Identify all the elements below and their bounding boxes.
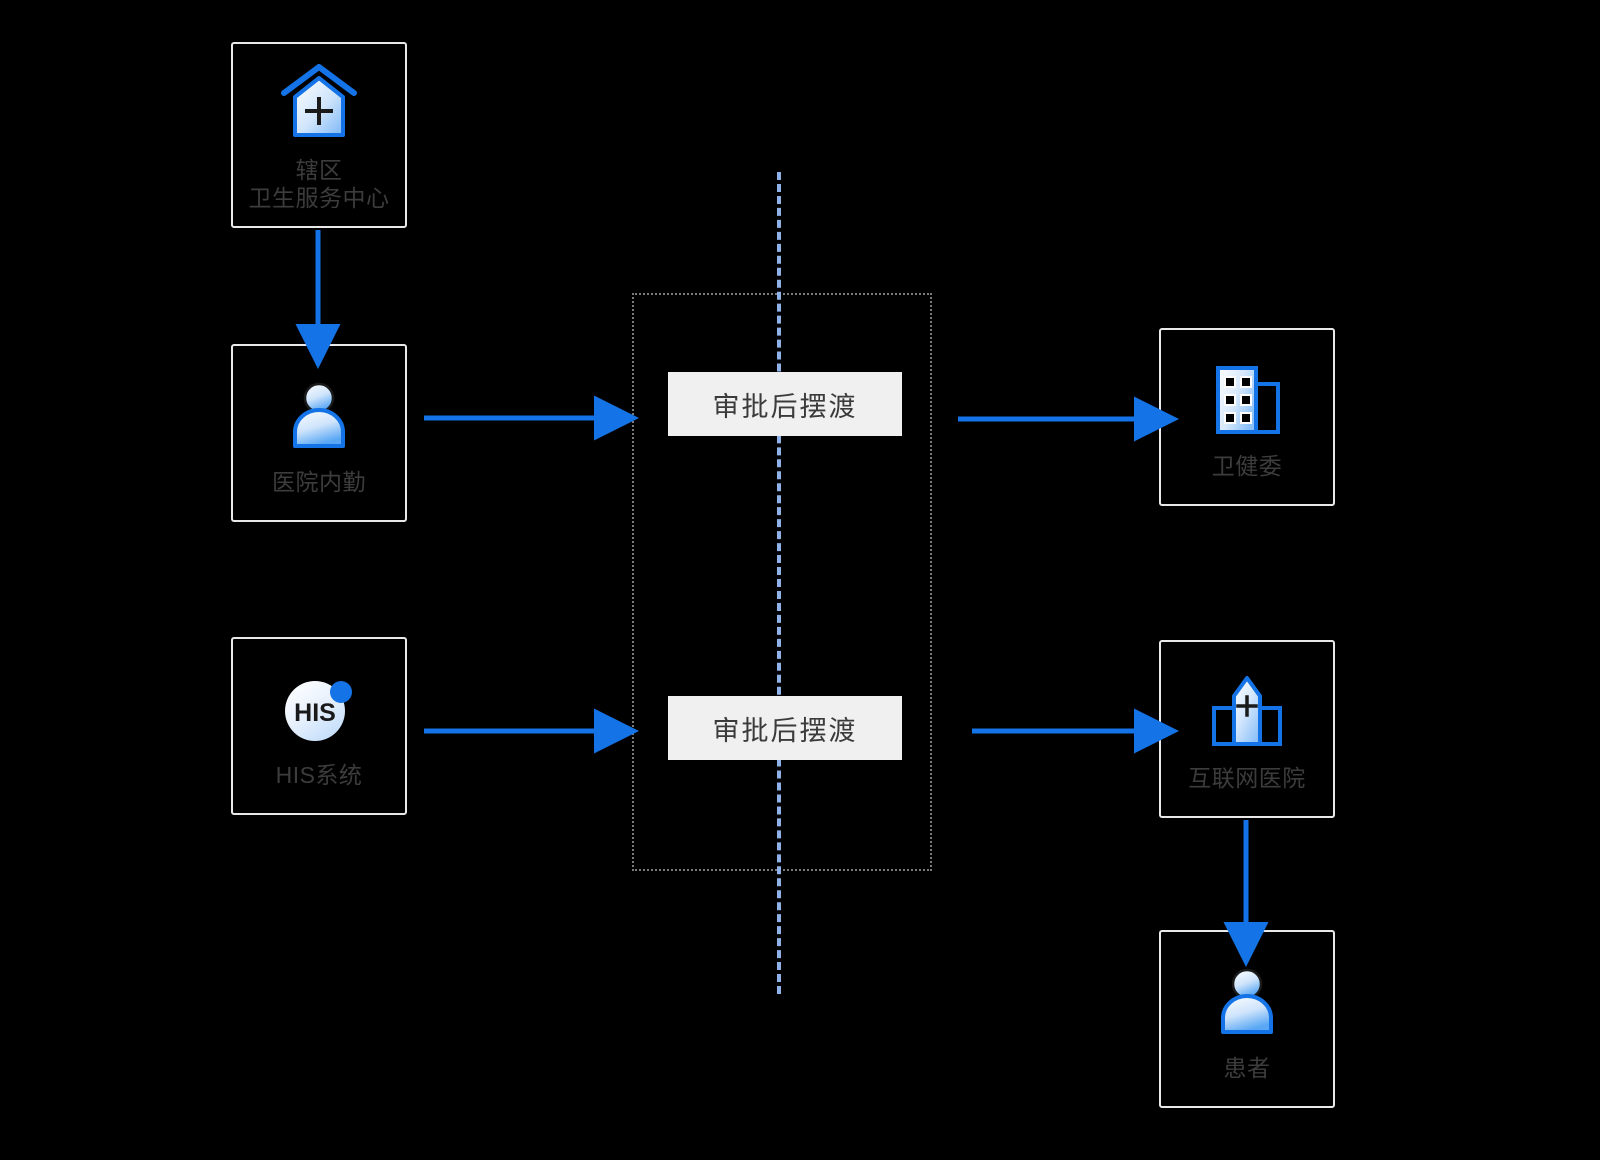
- hospital-house-plus-icon: [276, 58, 362, 150]
- approval-zone-group: [632, 293, 932, 871]
- node-patient[interactable]: 患者: [1159, 930, 1335, 1108]
- node-internet-hospital[interactable]: 互联网医院: [1159, 640, 1335, 818]
- his-icon-text: HIS: [294, 699, 336, 727]
- node-label-health-commission: 卫健委: [1211, 452, 1283, 479]
- node-hospital-staff[interactable]: 医院内勤: [231, 344, 407, 522]
- node-his-system[interactable]: HIS HIS系统: [231, 637, 407, 815]
- his-circle-icon: HIS: [277, 663, 361, 755]
- node-health-commission[interactable]: 卫健委: [1159, 328, 1335, 506]
- network-boundary-divider: [777, 172, 781, 994]
- process-approval-ferry-bottom[interactable]: 审批后摆渡: [668, 696, 902, 760]
- process-label-approval-ferry-bottom: 审批后摆渡: [712, 715, 858, 746]
- node-label-hospital-staff: 医院内勤: [272, 468, 366, 495]
- hospital-building-plus-icon: [1202, 666, 1292, 758]
- node-community-health-center[interactable]: 辖区 卫生服务中心: [231, 42, 407, 228]
- node-label-community-health-center: 辖区 卫生服务中心: [248, 156, 390, 211]
- office-building-icon: [1202, 354, 1292, 446]
- node-label-patient: 患者: [1223, 1054, 1271, 1081]
- person-icon: [279, 370, 359, 462]
- node-label-internet-hospital: 互联网医院: [1188, 764, 1306, 791]
- node-label-his-system: HIS系统: [275, 761, 363, 788]
- process-label-approval-ferry-top: 审批后摆渡: [712, 391, 858, 422]
- process-approval-ferry-top[interactable]: 审批后摆渡: [668, 372, 902, 436]
- person-icon: [1207, 956, 1287, 1048]
